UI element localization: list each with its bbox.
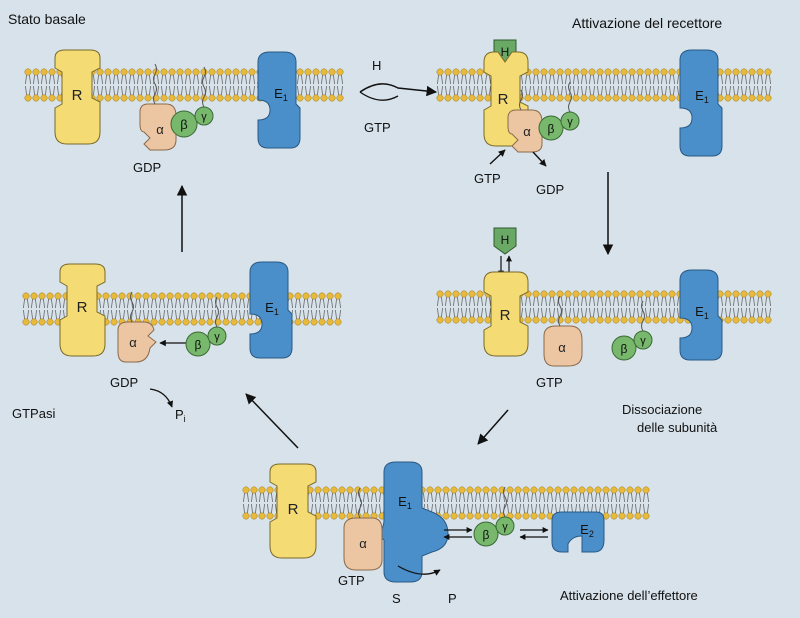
gdp-out-arrow xyxy=(532,151,547,167)
hormone-label: H xyxy=(501,233,510,247)
substrate-label: S xyxy=(392,591,401,606)
gtp-label: GTP xyxy=(474,171,501,186)
beta-subunit xyxy=(473,521,499,547)
receptor-label: R xyxy=(498,91,509,108)
effector2-shape xyxy=(551,511,605,553)
panel-title: Attivazione del recettore xyxy=(572,15,722,31)
alpha-anchor-tail xyxy=(130,291,134,323)
alpha-subunit xyxy=(343,517,383,571)
receptor-label: R xyxy=(72,87,83,104)
panel-stato-basale: Stato basale R E1 α β γ GDP xyxy=(8,11,301,175)
gamma-anchor-tail xyxy=(202,66,206,108)
beta-label: β xyxy=(621,342,628,356)
caption-line1: Dissociazione xyxy=(622,402,702,417)
alpha-subunit xyxy=(507,109,543,153)
effector-label: E1 xyxy=(274,86,288,103)
panel-caption: Attivazione dell’effettore xyxy=(560,588,698,603)
arrow-label-h: H xyxy=(372,58,381,73)
alpha-subunit xyxy=(117,321,157,363)
cycle-arrows: H GTP xyxy=(176,58,614,449)
beta-subunit xyxy=(170,110,198,138)
gamma-anchor-tail xyxy=(503,486,507,518)
product-label: P xyxy=(448,591,457,606)
gamma-label: γ xyxy=(214,331,220,343)
hormone-shape xyxy=(493,227,517,255)
panel-title: Stato basale xyxy=(8,11,86,27)
effector-shape xyxy=(249,261,293,359)
receptor-label: R xyxy=(288,501,299,518)
arrow-basale-to-recettore xyxy=(359,83,438,97)
alpha-label: α xyxy=(558,340,566,355)
arrow-label-gtp: GTP xyxy=(364,120,391,135)
arrow-effettore-to-gtpasi xyxy=(245,393,299,449)
alpha-label: α xyxy=(523,124,531,139)
lipid-membrane xyxy=(24,68,344,102)
gamma-anchor-tail xyxy=(215,296,219,328)
alpha-anchor-tail xyxy=(358,487,362,519)
gdp-label: GDP xyxy=(110,375,138,390)
gamma-label: γ xyxy=(502,521,508,533)
receptor-shape xyxy=(269,463,317,559)
effector-shape xyxy=(375,461,449,583)
gtp-label: GTP xyxy=(338,573,365,588)
gtpasi-label: GTPasi xyxy=(12,406,55,421)
alpha-anchor-tail xyxy=(519,89,523,111)
beta-label: β xyxy=(180,117,187,132)
gdp-label: GDP xyxy=(133,160,161,175)
beta-label: β xyxy=(483,528,490,542)
gamma-label: γ xyxy=(201,111,207,123)
pi-label: Pi xyxy=(175,407,186,424)
receptor-shape xyxy=(483,271,529,357)
beta-label: β xyxy=(195,338,202,352)
effector-label: E1 xyxy=(398,494,412,511)
panel-attivazione-effettore: R E1 α β γ E2 GTP S P Attivazione dell’e… xyxy=(269,461,698,606)
receptor-label: R xyxy=(500,307,511,324)
pi-release-arrow xyxy=(149,388,173,408)
alpha-anchor-tail xyxy=(558,295,562,327)
alpha-label: α xyxy=(359,536,367,551)
effector2-label: E2 xyxy=(580,522,594,539)
effector-shape xyxy=(679,49,723,157)
panel-gtpasi: R E1 α β γ GDP Pi GTPasi xyxy=(12,261,293,424)
arrow-dissociazione-to-effettore xyxy=(477,409,509,445)
beta-label: β xyxy=(548,122,555,136)
gtp-label: GTP xyxy=(536,375,563,390)
gamma-label: γ xyxy=(567,116,573,128)
gamma-anchor-tail xyxy=(641,300,645,332)
effector-shape xyxy=(679,269,723,361)
beta-subunit xyxy=(538,115,564,141)
gdp-label: GDP xyxy=(536,182,564,197)
panel-dissociazione: H R E1 α β γ GTP Dissociazione delle sub… xyxy=(483,227,723,435)
gamma-label: γ xyxy=(640,335,646,347)
gamma-anchor-tail xyxy=(568,81,572,113)
alpha-label: α xyxy=(156,122,164,137)
beta-subunit xyxy=(185,331,211,357)
receptor-shape xyxy=(59,263,106,357)
beta-subunit xyxy=(611,335,637,361)
gtp-in-arrow xyxy=(489,149,506,165)
alpha-subunit xyxy=(139,103,177,151)
effector-shape xyxy=(257,51,301,149)
effector-label: E1 xyxy=(265,300,279,317)
effector-label: E1 xyxy=(695,88,709,105)
receptor-label: R xyxy=(77,299,88,316)
hormone-label: H xyxy=(501,45,510,59)
substrate-arrow xyxy=(397,565,441,576)
effector-label: E1 xyxy=(695,304,709,321)
alpha-anchor-tail xyxy=(153,63,157,105)
caption-line2: delle subunità xyxy=(637,420,718,435)
panel-attivazione-recettore: Attivazione del recettore H R E1 α β γ G… xyxy=(474,15,723,197)
receptor-shape xyxy=(54,49,101,145)
arrow-branch xyxy=(359,91,399,101)
alpha-subunit xyxy=(543,325,583,367)
alpha-label: α xyxy=(129,335,137,350)
